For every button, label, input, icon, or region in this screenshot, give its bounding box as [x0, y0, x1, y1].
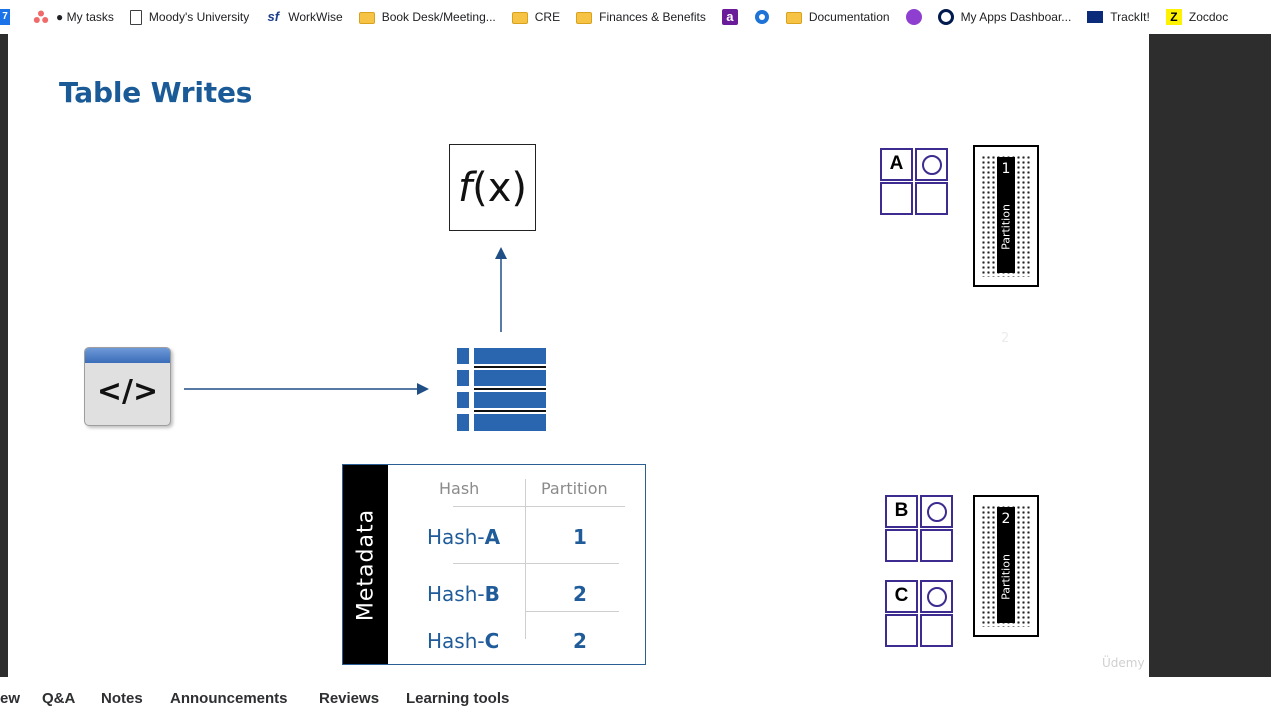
metadata-sidebar: Metadata [343, 465, 388, 664]
group-cell [915, 182, 948, 215]
tab-learning-tools[interactable]: Learning tools [406, 690, 510, 707]
partition-strip: 2 Partition [997, 507, 1015, 623]
group-cell [885, 529, 918, 562]
partition-2: 2 Partition [973, 495, 1039, 637]
group-cell [915, 148, 948, 181]
bookmark-label: Documentation [808, 10, 890, 24]
function-box: f(x) [449, 144, 536, 231]
metadata-table: Metadata Hash Partition Hash-A 1 Hash-B … [342, 464, 646, 665]
bookmark-gear[interactable] [745, 0, 777, 34]
bookmark-documentation[interactable]: Documentation [777, 0, 897, 34]
faint-number: 2 [1001, 331, 1010, 346]
bookmark-moodys-university[interactable]: Moody's University [121, 0, 256, 34]
metadata-label: Metadata [353, 508, 379, 622]
row-divider [453, 506, 625, 507]
row-divider [525, 611, 619, 612]
circle-icon [927, 502, 947, 522]
folder-icon [785, 11, 802, 24]
bookmark-my-apps[interactable]: My Apps Dashboar... [929, 0, 1079, 34]
circle-icon [922, 155, 942, 175]
partition-number: 2 [1001, 511, 1011, 527]
row-divider [453, 563, 619, 564]
data-group-a: A [880, 148, 950, 218]
slide-title: Table Writes [59, 76, 253, 109]
tab-overview[interactable]: ew [0, 690, 21, 707]
purple-circle-icon [905, 9, 922, 25]
bookmark-label: Book Desk/Meeting... [381, 10, 496, 24]
bookmark-zocdoc[interactable]: Z Zocdoc [1157, 0, 1235, 34]
partition-label: Partition [999, 554, 1013, 600]
code-symbol: </> [96, 374, 159, 409]
bookmark-workwise[interactable]: sf WorkWise [256, 0, 349, 34]
code-window-icon: </> [84, 347, 171, 426]
group-cell [920, 529, 953, 562]
group-cell [880, 182, 913, 215]
diagram-arrows [184, 247, 507, 395]
bookmark-finances[interactable]: Finances & Benefits [567, 0, 713, 34]
data-group-b: B [885, 495, 955, 565]
bookmark-label: My Apps Dashboar... [960, 10, 1072, 24]
sf-icon: sf [267, 9, 280, 24]
bookmark-label: WorkWise [288, 10, 343, 24]
group-cell [920, 580, 953, 613]
bookmark-book-desk[interactable]: Book Desk/Meeting... [350, 0, 503, 34]
circle-icon [927, 587, 947, 607]
app-a-icon: a [721, 9, 738, 25]
bookmark-calendar[interactable]: 7 [0, 0, 24, 34]
folder-icon [576, 11, 593, 24]
header-partition: Partition [541, 479, 608, 498]
window-bar [85, 348, 170, 363]
gear-blue-icon [754, 9, 770, 25]
data-group-c: C [885, 580, 955, 650]
group-cell [920, 495, 953, 528]
page-icon [129, 9, 142, 25]
header-hash: Hash [439, 479, 480, 498]
fx-f: f [458, 164, 473, 211]
table-row-partition-a: 1 [573, 525, 587, 549]
partition-1: 1 Partition [973, 145, 1039, 287]
bookmark-label: Moody's University [148, 10, 250, 24]
column-divider [525, 479, 526, 639]
bookmark-my-tasks[interactable]: ● My tasks [24, 0, 121, 34]
group-cell [920, 614, 953, 647]
group-cell [885, 614, 918, 647]
group-letter: A [880, 148, 913, 181]
bookmark-label: CRE [534, 10, 561, 24]
lecture-slide[interactable]: Table Writes f(x) </> Metadata [8, 34, 1149, 677]
table-row-partition-c: 2 [573, 629, 587, 653]
okta-icon [937, 9, 954, 25]
bookmark-label: TrackIt! [1110, 10, 1150, 24]
bookmark-label: ● My tasks [56, 10, 114, 24]
table-row-hash-a: Hash-A [427, 525, 501, 549]
moodys-icon [1087, 11, 1104, 23]
bookmark-label: Zocdoc [1188, 10, 1229, 24]
tab-announcements[interactable]: Announcements [170, 690, 288, 707]
bookmark-trackit[interactable]: TrackIt! [1078, 0, 1157, 34]
table-row-hash-b: Hash-B [427, 582, 500, 606]
asana-icon [33, 9, 49, 25]
bookmark-label: Finances & Benefits [599, 10, 706, 24]
udemy-watermark: Üdemy [1102, 656, 1145, 670]
partition-number: 1 [1001, 161, 1011, 177]
partition-strip: 1 Partition [997, 157, 1015, 273]
partition-label: Partition [999, 204, 1013, 250]
calendar-icon: 7 [0, 9, 10, 25]
bookmarks-bar: 7 ● My tasks Moody's University sf WorkW… [0, 0, 1271, 34]
bookmark-app-a[interactable]: a [713, 0, 745, 34]
group-letter: B [885, 495, 918, 528]
group-letter: C [885, 580, 918, 613]
folder-icon [358, 11, 375, 24]
fx-rest: (x) [472, 164, 527, 211]
tab-notes[interactable]: Notes [101, 690, 143, 707]
table-row-hash-c: Hash-C [427, 629, 500, 653]
course-tabs [0, 677, 1271, 720]
bookmark-purple[interactable] [897, 0, 929, 34]
folder-icon [511, 11, 528, 24]
table-icon [457, 348, 546, 431]
table-row-partition-b: 2 [573, 582, 587, 606]
bookmark-cre[interactable]: CRE [503, 0, 567, 34]
tab-qa[interactable]: Q&A [42, 690, 76, 707]
tab-reviews[interactable]: Reviews [319, 690, 380, 707]
zocdoc-icon: Z [1165, 9, 1182, 25]
